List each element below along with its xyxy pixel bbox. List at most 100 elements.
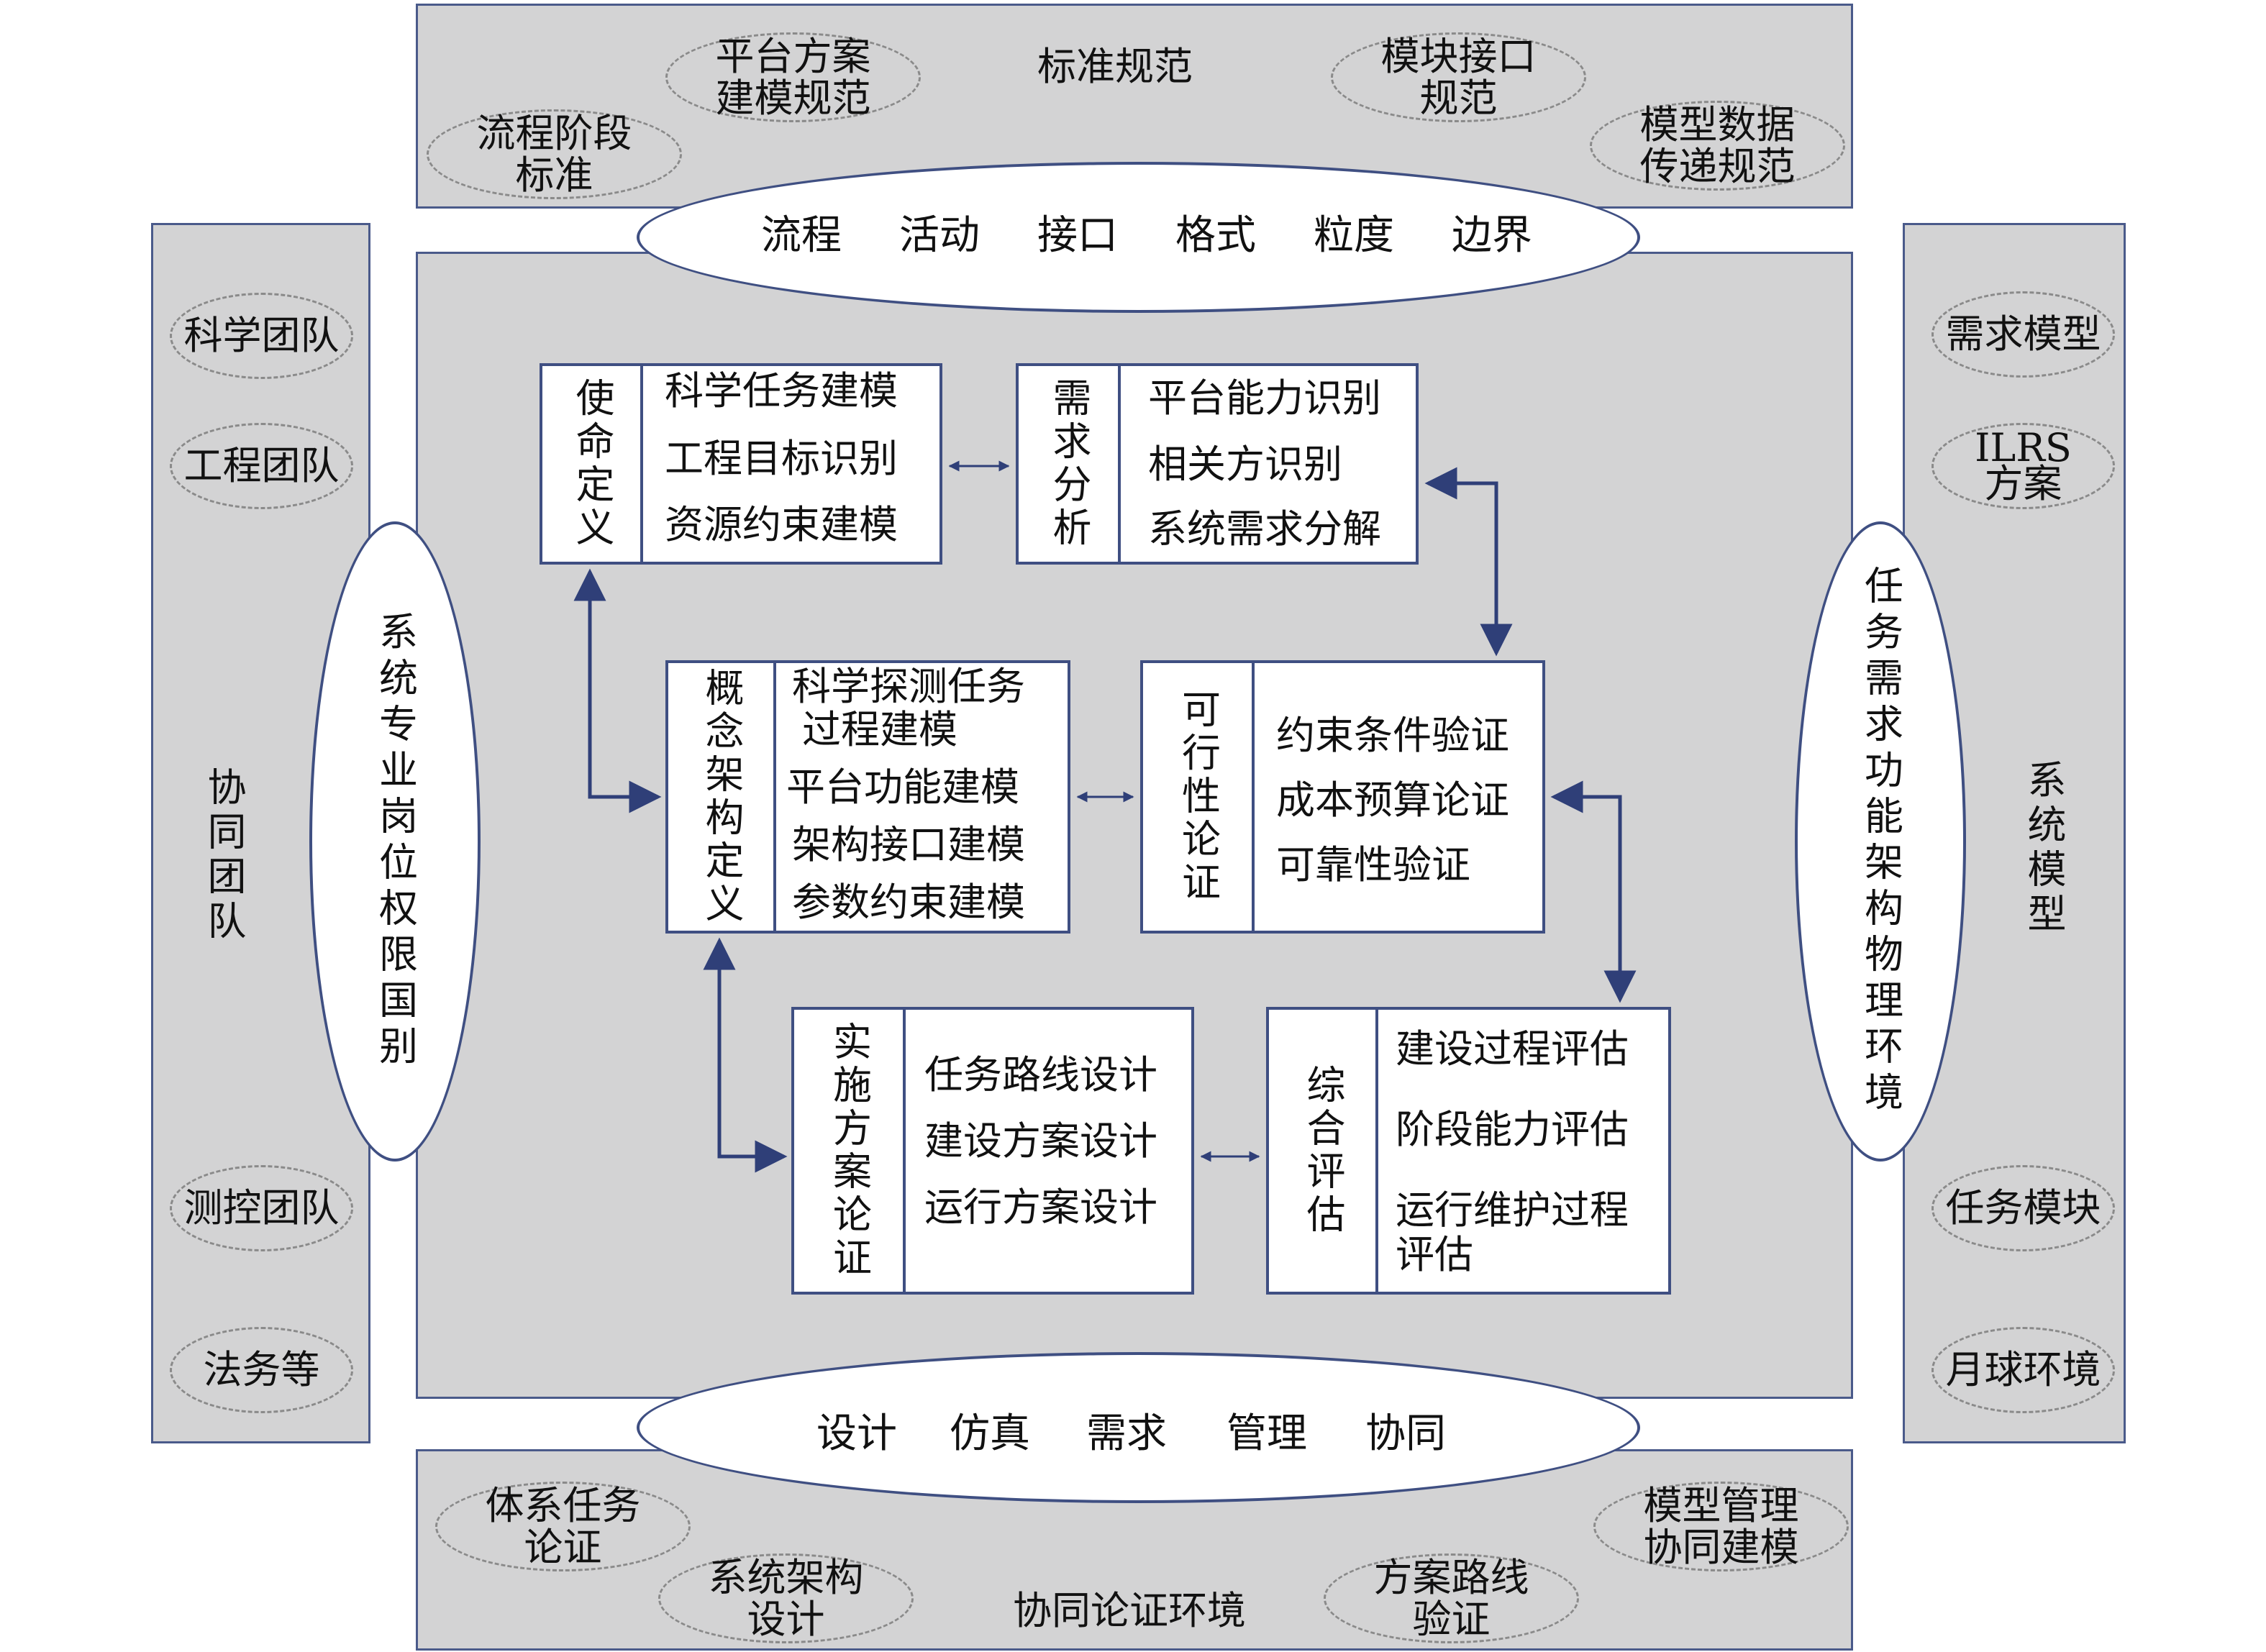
box-feasibility: 可行性论证 约束条件验证 成本预算论证 可靠性验证	[1140, 660, 1545, 934]
top-oval-item: 格式	[1175, 212, 1256, 259]
ellipse-line: 需求模型	[1945, 311, 2101, 357]
right-ellipse-lunar-env: 月球环境	[1931, 1327, 2115, 1413]
top-oval-item: 接口	[1037, 212, 1118, 259]
left-ellipse-science-team: 科学团队	[170, 293, 353, 379]
top-oval-item: 粒度	[1314, 212, 1394, 259]
ellipse-line: 建模规范	[715, 75, 871, 121]
right-panel-label: 系统模型	[2000, 734, 2086, 964]
box-item: 运行维护过程	[1396, 1187, 1629, 1233]
ellipse-line: 法务等	[203, 1347, 320, 1392]
ellipse-line: 模块接口	[1380, 33, 1537, 79]
ellipse-line: 论证	[524, 1524, 602, 1570]
box-item: 科学任务建模	[665, 368, 898, 414]
ellipse-line: 协同建模	[1643, 1524, 1799, 1570]
ellipse-line: 流程阶段	[476, 110, 632, 156]
ellipse-line: 规范	[1419, 75, 1498, 121]
ellipse-line: 测控团队	[183, 1185, 340, 1231]
ellipse-line: 传递规范	[1639, 143, 1796, 189]
top-ellipse-process-stage: 流程阶段 标准	[427, 109, 682, 199]
box-implementation-plan: 实施方案论证 任务路线设计 建设方案设计 运行方案设计	[791, 1007, 1194, 1295]
ellipse-line: 方案路线	[1373, 1554, 1529, 1600]
box-items: 建设过程评估 阶段能力评估 运行维护过程 评估	[1378, 1010, 1668, 1292]
box-title: 可行性论证	[1143, 663, 1255, 931]
right-ellipse-ilrs-plan: ILRS 方案	[1931, 423, 2115, 509]
box-title: 需求分析	[1019, 366, 1121, 562]
box-item: 阶段能力评估	[1396, 1107, 1629, 1152]
top-oval-aspects	[637, 162, 1640, 313]
ellipse-line: 体系任务	[485, 1482, 641, 1528]
box-item: 工程目标识别	[665, 436, 898, 481]
box-title-text: 需求分析	[1046, 378, 1091, 550]
ellipse-line: 月球环境	[1945, 1347, 2101, 1392]
box-item: 架构接口建模	[792, 822, 1025, 867]
box-concept-architecture: 概念架构定义 科学探测任务 过程建模 平台功能建模 架构接口建模 参数约束建模	[665, 660, 1070, 934]
box-item: 相关方识别	[1148, 442, 1342, 487]
box-item: 任务路线设计	[924, 1052, 1157, 1097]
box-mission-definition: 使命定义 科学任务建模 工程目标识别 资源约束建模	[540, 363, 942, 565]
ellipse-line: 模型数据	[1639, 101, 1796, 147]
box-items: 任务路线设计 建设方案设计 运行方案设计	[906, 1010, 1191, 1292]
box-title: 综合评估	[1269, 1010, 1378, 1292]
left-panel-label: 协同团队	[180, 748, 266, 964]
ellipse-line: 任务模块	[1945, 1185, 2101, 1231]
left-oval-roles: 系统专业岗位权限国别	[309, 521, 481, 1162]
left-ellipse-tt-team: 测控团队	[170, 1165, 353, 1251]
box-title-text: 概念架构定义	[699, 667, 744, 926]
box-items: 平台能力识别 相关方识别 系统需求分解	[1121, 366, 1416, 562]
left-oval-text: 系统专业岗位权限国别	[372, 611, 418, 1072]
bottom-oval-item: 管理	[1227, 1410, 1307, 1457]
box-item: 平台能力识别	[1148, 375, 1381, 421]
box-items: 科学探测任务 过程建模 平台功能建模 架构接口建模 参数约束建模	[776, 663, 1068, 931]
box-items: 科学任务建模 工程目标识别 资源约束建模	[643, 366, 939, 562]
label-text: 系统模型	[2021, 759, 2066, 938]
bottom-oval-item: 仿真	[950, 1410, 1030, 1457]
box-item: 平台功能建模	[786, 765, 1019, 810]
box-item: 可靠性验证	[1276, 842, 1470, 887]
right-oval-text: 任务需求功能架构物理环境	[1857, 565, 1903, 1118]
ellipse-line: 模型管理	[1643, 1482, 1799, 1528]
box-title-text: 使命定义	[569, 378, 614, 550]
box-title: 实施方案论证	[794, 1010, 906, 1292]
box-title: 概念架构定义	[668, 663, 776, 931]
box-comprehensive-evaluation: 综合评估 建设过程评估 阶段能力评估 运行维护过程 评估	[1266, 1007, 1671, 1295]
box-item: 评估	[1396, 1232, 1473, 1277]
box-item: 资源约束建模	[665, 502, 898, 547]
box-item: 约束条件验证	[1276, 713, 1509, 758]
box-item: 建设过程评估	[1396, 1026, 1629, 1072]
box-title-text: 可行性论证	[1175, 689, 1221, 905]
right-ellipse-mission-module: 任务模块	[1931, 1165, 2115, 1251]
left-ellipse-legal: 法务等	[170, 1327, 353, 1413]
box-item: 参数约束建模	[792, 880, 1025, 925]
bottom-oval-item: 需求	[1086, 1410, 1167, 1457]
top-ellipse-platform-modeling: 平台方案 建模规范	[665, 32, 921, 122]
right-oval-demand-env: 任务需求功能架构物理环境	[1795, 521, 1966, 1162]
box-item: 系统需求分解	[1148, 506, 1381, 552]
bottom-ellipse-route-verify: 方案路线 验证	[1324, 1553, 1579, 1643]
right-ellipse-demand-model: 需求模型	[1931, 291, 2115, 378]
top-panel-label: 标准规范	[1037, 44, 1193, 89]
top-oval-item: 边界	[1452, 212, 1532, 259]
connector-concept-implementation	[703, 937, 788, 1173]
bottom-oval-item: 设计	[816, 1410, 897, 1457]
box-item: 运行方案设计	[924, 1185, 1157, 1230]
ellipse-line: 标准	[515, 152, 593, 198]
box-demand-analysis: 需求分析 平台能力识别 相关方识别 系统需求分解	[1016, 363, 1419, 565]
top-oval-item: 活动	[899, 212, 980, 259]
box-title: 使命定义	[542, 366, 643, 562]
bottom-oval-functions	[637, 1352, 1640, 1503]
top-oval-item: 流程	[761, 212, 842, 259]
ellipse-line: 方案	[1984, 461, 2062, 506]
ellipse-line: ILRS	[1975, 425, 2072, 470]
box-title-text: 实施方案论证	[826, 1021, 872, 1280]
box-item: 建设方案设计	[924, 1118, 1157, 1164]
box-item: 成本预算论证	[1276, 777, 1509, 823]
bottom-ellipse-model-management: 模型管理 协同建模	[1593, 1482, 1849, 1571]
ellipse-line: 工程团队	[183, 443, 340, 488]
bottom-ellipse-architecture-design: 系统架构 设计	[658, 1553, 914, 1643]
bottom-oval-item: 协同	[1365, 1410, 1446, 1457]
box-title-text: 综合评估	[1300, 1064, 1345, 1237]
ellipse-line: 系统架构	[708, 1554, 864, 1600]
ellipse-line: 验证	[1412, 1596, 1491, 1642]
box-item: 科学探测任务	[792, 664, 1025, 709]
